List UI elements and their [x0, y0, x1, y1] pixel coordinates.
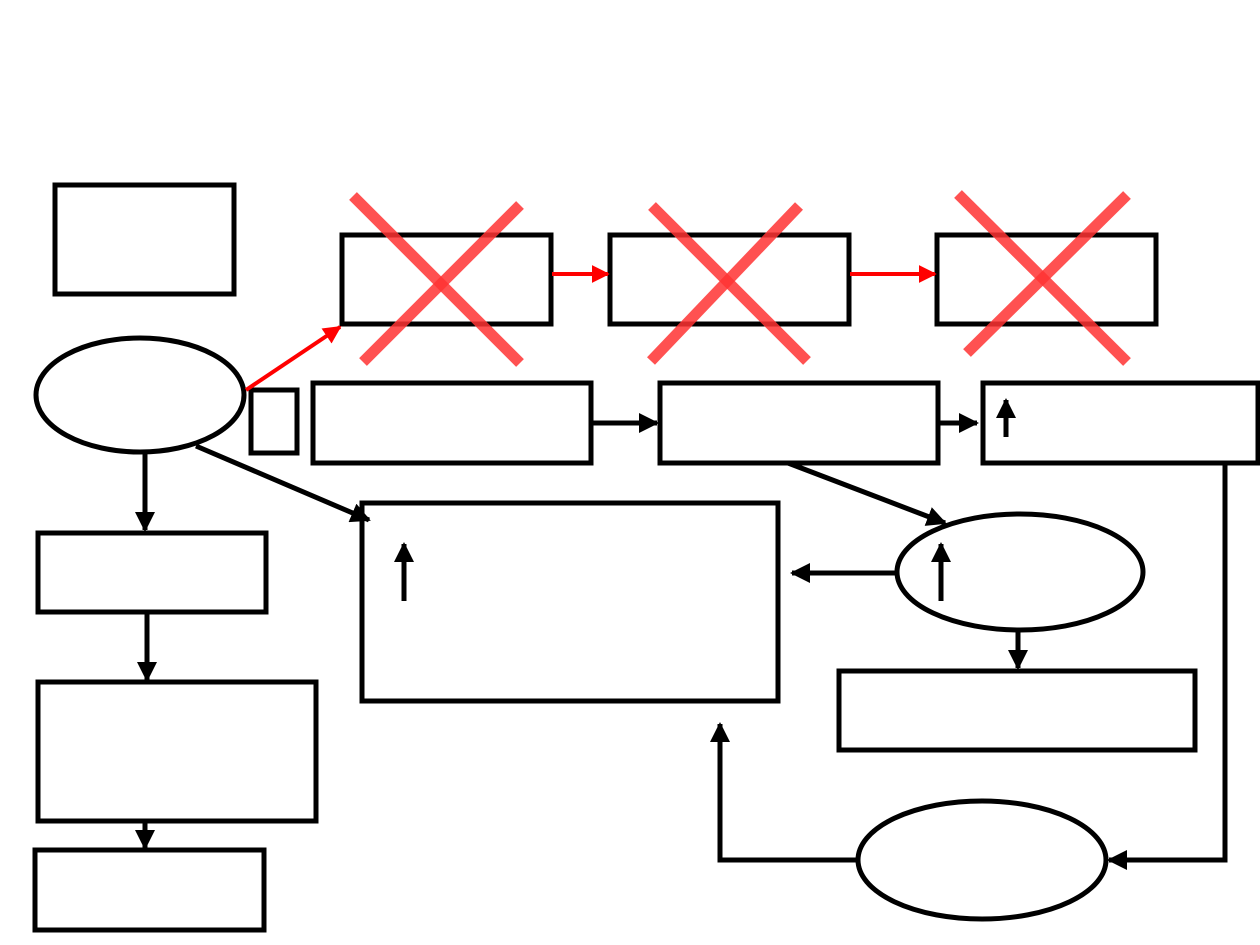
- right-box: [836, 668, 1198, 753]
- central-box: [359, 500, 781, 704]
- small-box: [248, 387, 300, 456]
- crossed-box-1: [339, 232, 554, 327]
- arrow-row-3-to-bottom-ellipse: [1107, 463, 1228, 870]
- cross-mark-2: [647, 202, 811, 365]
- cross-mark-1: [349, 192, 524, 367]
- arrow-row-2-to-middle-ellipse: [787, 460, 947, 526]
- cross-mark-3: [954, 190, 1131, 366]
- arrow-start-to-central: [195, 443, 371, 523]
- arrow-bottom-ellipse-to-central: [710, 722, 858, 863]
- row-box-2: [657, 380, 941, 466]
- top-left-box: [52, 182, 237, 297]
- left-box-2: [35, 679, 319, 824]
- row-box-3: [980, 380, 1260, 466]
- left-box-3: [32, 847, 267, 933]
- start-ellipse: [33, 335, 247, 455]
- row-box-1: [310, 380, 594, 466]
- left-box-1: [35, 530, 269, 615]
- middle-ellipse: [894, 511, 1146, 633]
- bottom-ellipse: [855, 798, 1109, 922]
- red-arrow-start-to-crossed-1: [244, 325, 342, 392]
